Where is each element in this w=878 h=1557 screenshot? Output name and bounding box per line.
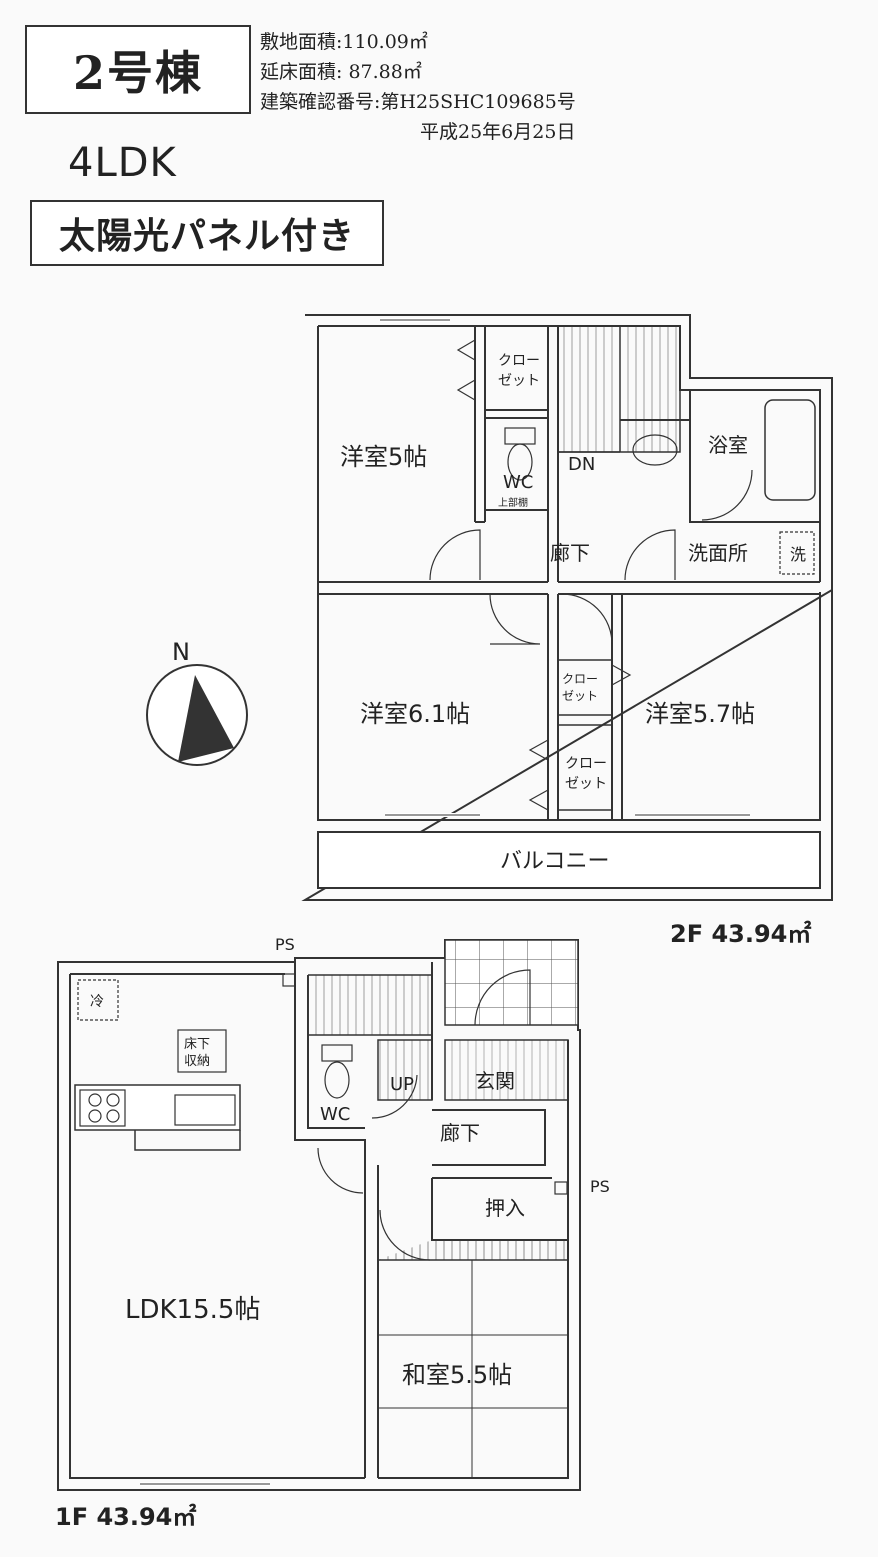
closet-nw-2: ゼット [498,373,540,389]
floor-2-labels: 洋室5帖 クロー ゼット WC 上部棚 DN 浴室 廊下 洗面所 洗 洋室6.1… [340,353,811,948]
room-bath: 浴室 [708,433,748,457]
room-balcony: バルコニー [500,849,610,874]
floor-1-labels: PS 冷 床下 収納 WC UP 玄関 廊下 PS 押入 LDK15.5帖 和室… [55,935,610,1531]
room-ldk: LDK15.5帖 [125,1295,260,1325]
room-entrance: 玄関 [475,1069,515,1093]
site-area: 敷地面積:110.09㎡ [260,31,428,53]
closet-mid-bottom-1: クロー [565,756,607,772]
solar-panel-badge: 太陽光パネル付き [30,200,384,266]
north-label: N [172,638,190,666]
room-hall-2f: 廊下 [550,541,590,565]
floor-2-area: 2F 43.94㎡ [670,920,811,948]
closet-nw-1: クロー [498,353,540,369]
room-oshiire: 押入 [485,1196,525,1220]
stairs-down: DN [568,454,595,475]
building-number: 2号棟 [72,45,203,100]
room-wc-1f: WC [320,1104,350,1125]
closet-mid-bottom-2: ゼット [565,776,607,792]
solar-panel-label: 太陽光パネル付き [58,216,355,257]
room-bed-se: 洋室5.7帖 [645,700,755,728]
permit-date: 平成25年6月25日 [420,121,576,143]
room-bed-sw: 洋室6.1帖 [360,700,470,728]
underfloor-2: 収納 [184,1054,210,1069]
room-wc-2f: WC [503,472,533,493]
floor-area: 延床面積: 87.88㎡ [260,61,422,83]
ps-top: PS [275,935,295,954]
fridge-label: 冷 [90,994,104,1010]
building-number-box: 2号棟 [25,25,251,114]
closet-mid-top-2: ゼット [562,689,598,703]
room-bed-nw: 洋室5帖 [340,443,427,471]
closet-mid-top-1: クロー [562,672,598,686]
washer-label: 洗 [790,545,806,564]
room-hall-1f: 廊下 [440,1121,480,1145]
floor-2-plan [301,314,833,901]
floor-1-plan [57,939,581,1491]
stairs-up: UP [390,1074,414,1095]
underfloor-1: 床下 [184,1037,210,1052]
ps-right: PS [590,1177,610,1196]
permit-number: 建築確認番号:第H25SHC109685号 [260,91,576,113]
floor-1-area: 1F 43.94㎡ [55,1503,196,1531]
upper-shelf: 上部棚 [498,496,528,509]
layout-type: 4LDK [68,140,177,186]
compass: N [146,638,248,766]
room-washroom: 洗面所 [688,541,748,565]
room-washitsu: 和室5.5帖 [402,1361,512,1389]
